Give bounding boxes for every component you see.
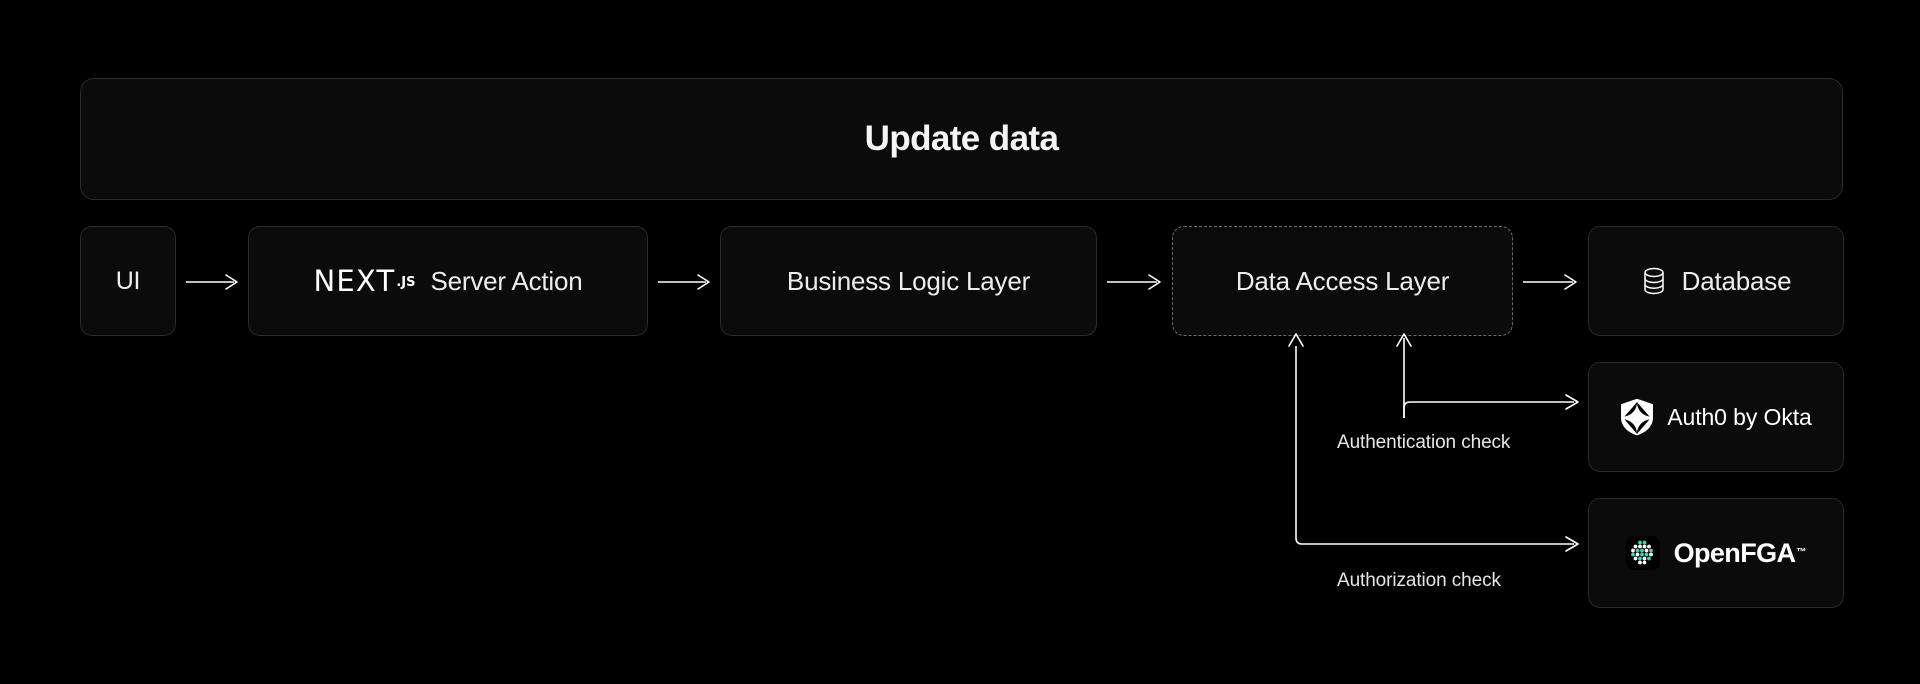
connector-authorization-check bbox=[1288, 333, 1579, 552]
nextjs-logo-icon: NEXT.JS bbox=[313, 264, 415, 298]
node-openfga-label: OpenFGA bbox=[1673, 537, 1796, 568]
page-title: Update data bbox=[864, 119, 1059, 158]
openfga-dots-icon bbox=[1625, 536, 1660, 570]
node-ui-label: UI bbox=[115, 266, 141, 295]
node-data-access-label: Data Access Layer bbox=[1235, 265, 1450, 296]
connector-label-authorization: Authorization check bbox=[1337, 570, 1501, 591]
arrow-business-logic-to-data-access bbox=[1107, 270, 1163, 294]
trademark-symbol: ™ bbox=[1796, 547, 1807, 559]
diagram-title-container: Update data bbox=[80, 78, 1843, 200]
node-database-label: Database bbox=[1681, 265, 1792, 296]
nextjs-suffix: .JS bbox=[396, 274, 416, 290]
connector-group bbox=[1288, 333, 1579, 552]
connector-label-authentication: Authentication check bbox=[1337, 432, 1511, 453]
auth0-shield-icon bbox=[1620, 398, 1654, 436]
connector-authentication-check bbox=[1396, 333, 1579, 418]
node-openfga[interactable]: OpenFGA™ bbox=[1588, 498, 1844, 608]
node-business-logic-layer[interactable]: Business Logic Layer bbox=[720, 226, 1097, 336]
node-database[interactable]: Database bbox=[1588, 226, 1844, 336]
node-server-action[interactable]: NEXT.JS Server Action bbox=[248, 226, 648, 336]
arrow-ui-to-server-action bbox=[186, 270, 240, 294]
node-business-logic-label: Business Logic Layer bbox=[786, 265, 1031, 296]
node-openfga-label-wrap: OpenFGA™ bbox=[1674, 538, 1807, 569]
arrow-server-action-to-business-logic bbox=[658, 270, 712, 294]
node-auth0-label: Auth0 by Okta bbox=[1667, 403, 1812, 430]
node-auth0[interactable]: Auth0 by Okta bbox=[1588, 362, 1844, 472]
arrow-data-access-to-database bbox=[1523, 270, 1579, 294]
node-server-action-label: Server Action bbox=[430, 265, 583, 296]
node-ui[interactable]: UI bbox=[80, 226, 176, 336]
node-data-access-layer[interactable]: Data Access Layer bbox=[1172, 226, 1513, 336]
nextjs-wordmark: NEXT bbox=[313, 264, 396, 298]
database-icon bbox=[1641, 266, 1667, 296]
